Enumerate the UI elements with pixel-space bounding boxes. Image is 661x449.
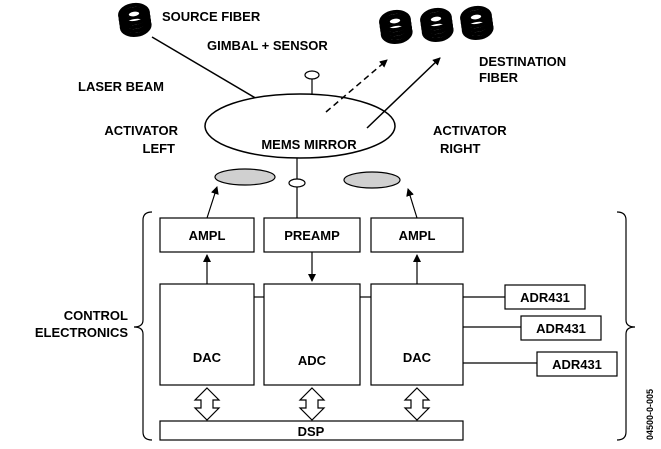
activator-left-shape xyxy=(214,168,276,186)
right-brace xyxy=(616,211,636,441)
dac-right-label: DAC xyxy=(403,350,432,365)
bus-arrow-right-icon xyxy=(403,387,431,421)
dac-left-block xyxy=(159,283,255,386)
source-fiber-coil-icon xyxy=(116,1,153,39)
figure-id-label: 04500-0-005 xyxy=(645,389,655,440)
mems-mirror-label: MEMS MIRROR xyxy=(261,137,357,152)
destination-fiber-coil-icon xyxy=(377,4,495,46)
laser-beam-label: LASER BEAM xyxy=(78,79,164,94)
adr-1-block xyxy=(504,284,586,310)
preamp-block xyxy=(263,217,361,253)
adr-3-block xyxy=(536,351,618,377)
activator-right-label-line1: ACTIVATOR xyxy=(433,123,507,138)
adr-2-block xyxy=(520,315,602,341)
dac-right-block xyxy=(370,283,464,386)
ampl-left-to-activator-arrow xyxy=(206,186,219,219)
adr-3-label: ADR431 xyxy=(552,357,602,372)
activator-left-label-line2: LEFT xyxy=(143,141,176,156)
destination-fiber-label-line2: FIBER xyxy=(479,70,519,85)
ampl-left-block xyxy=(159,217,255,253)
adr-2-label: ADR431 xyxy=(536,321,586,336)
adc-label: ADC xyxy=(298,353,327,368)
gimbal-sensor-label: GIMBAL + SENSOR xyxy=(207,38,328,53)
control-electronics-label-line2: ELECTRONICS xyxy=(35,325,129,340)
adc-block xyxy=(263,283,361,386)
bus-arrow-center-icon xyxy=(298,387,326,421)
adr-1-label: ADR431 xyxy=(520,290,570,305)
ampl-right-to-activator-arrow xyxy=(406,188,418,219)
bus-arrow-left-icon xyxy=(193,387,221,421)
reflected-beam-arrow xyxy=(366,57,441,129)
gimbal-sensor-icon xyxy=(304,70,320,80)
activator-right-shape xyxy=(343,171,401,189)
dsp-block xyxy=(159,420,464,441)
ampl-left-label: AMPL xyxy=(189,228,226,243)
reflected-beam-dashed-arrow xyxy=(325,59,388,113)
dsp-label: DSP xyxy=(298,424,325,439)
left-brace xyxy=(133,211,153,441)
ampl-right-label: AMPL xyxy=(399,228,436,243)
dac-left-label: DAC xyxy=(193,350,222,365)
destination-fiber-label-line1: DESTINATION xyxy=(479,54,566,69)
sensor-ellipse-icon xyxy=(288,178,306,188)
source-fiber-label: SOURCE FIBER xyxy=(162,9,261,24)
mems-mirror-shape xyxy=(204,93,396,159)
control-electronics-label-line1: CONTROL xyxy=(64,308,128,323)
activator-left-label-line1: ACTIVATOR xyxy=(104,123,178,138)
activator-right-label-line2: RIGHT xyxy=(440,141,481,156)
preamp-label: PREAMP xyxy=(284,228,340,243)
